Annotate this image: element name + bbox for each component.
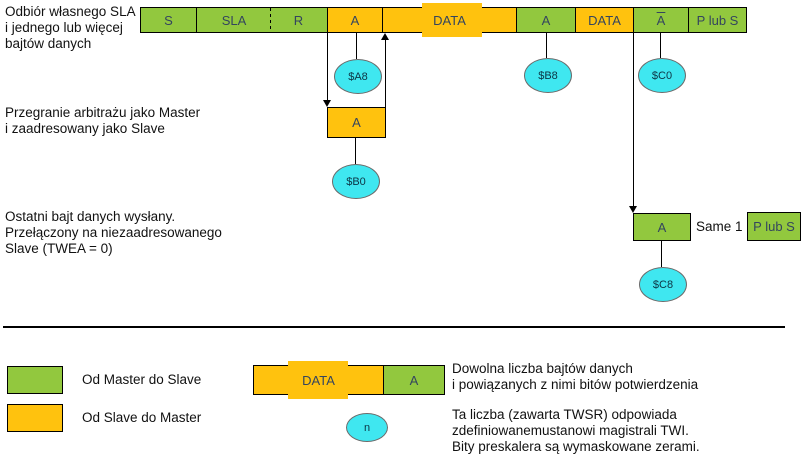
connector-c8 — [661, 241, 662, 267]
connector-b8 — [546, 33, 547, 58]
same-1-note: Same 1 — [696, 219, 743, 234]
caption-line: Ostatni bajt danych wysłany. — [5, 209, 176, 224]
frame-box-ack-arbitration: A — [327, 107, 386, 138]
connector-b0 — [355, 138, 356, 164]
status-bubble-c0: $C0 — [638, 58, 686, 93]
legend-label-slave-to-master: Od Slave do Master — [82, 410, 202, 425]
caption-line: Przegranie arbitrażu jako Master — [5, 105, 201, 120]
connector-c0 — [660, 33, 661, 58]
frame-box-ack-last: A — [633, 213, 691, 241]
frame-box-nack: A — [633, 7, 689, 33]
legend-note-line: Dowolna liczba bajtów danych — [452, 361, 633, 376]
caption-line: Odbiór własnego SLA — [5, 4, 136, 19]
connector-a8 — [356, 33, 357, 59]
flow-line-up-to-data — [385, 39, 386, 107]
arrow-down-last-byte — [629, 206, 637, 213]
sla-r-dashed-divider — [270, 8, 271, 32]
arrow-down-arbitration — [323, 100, 331, 107]
arrow-up-to-data — [381, 33, 389, 40]
legend-note-line: Bity preskalera są wymaskowane zerami. — [452, 439, 700, 454]
legend-note-line: Ta liczba (zawarta TWSR) odpowiada — [452, 407, 677, 422]
status-bubble-c8: $C8 — [639, 267, 687, 302]
frame-box-ack-1: A — [327, 7, 383, 33]
legend-note-line: i powiązanych z nimi bitów potwierdzenia — [452, 377, 699, 392]
legend-separator-line — [3, 326, 785, 328]
caption-line: i zaadresowany jako Slave — [5, 121, 165, 136]
status-bubble-b8: $B8 — [524, 58, 572, 93]
caption-line: i jednego lub więcej — [5, 20, 123, 35]
caption-last-byte-sent: Ostatni bajt danych wysłany. Przełączony… — [5, 209, 222, 257]
caption-line: Slave (TWEA = 0) — [5, 241, 113, 256]
caption-line: bajtów danych — [5, 36, 92, 51]
caption-own-sla-reception: Odbiór własnego SLA i jednego lub więcej… — [5, 4, 136, 52]
legend-label-master-to-slave: Od Master do Slave — [82, 372, 202, 387]
flow-line-down-to-last-byte — [633, 33, 634, 207]
frame-box-data-2: DATA — [575, 7, 634, 33]
flow-line-down-to-arbitration — [327, 33, 328, 103]
legend-data-note: Dowolna liczba bajtów danych i powiązany… — [452, 361, 698, 393]
legend-swatch-master-to-slave — [7, 366, 63, 394]
legend-ack-box: A — [383, 365, 445, 395]
frame-box-sla: SLA — [196, 7, 271, 33]
status-bubble-b0: $B0 — [332, 164, 380, 199]
legend-swatch-slave-to-master — [7, 404, 63, 432]
legend-n-note: Ta liczba (zawarta TWSR) odpowiada zdefi… — [452, 407, 700, 455]
frame-box-read: R — [270, 7, 328, 33]
status-bubble-a8: $A8 — [334, 59, 382, 94]
frame-box-start: S — [140, 7, 197, 33]
legend-data-continuation-bulge — [288, 361, 348, 399]
frame-box-ack-2: A — [516, 7, 576, 33]
frame-box-stop-or-start-2: P lub S — [747, 212, 801, 241]
legend-note-line: zdefiniowanemustanowi magistrali TWI. — [452, 423, 689, 438]
data-continuation-bulge — [422, 3, 482, 37]
frame-box-stop-or-start: P lub S — [688, 7, 747, 33]
caption-line: Przełączony na niezaadresowanego — [5, 225, 222, 240]
caption-arbitration-lost: Przegranie arbitrażu jako Master i zaadr… — [5, 105, 200, 137]
legend-n-bubble: n — [346, 413, 388, 442]
